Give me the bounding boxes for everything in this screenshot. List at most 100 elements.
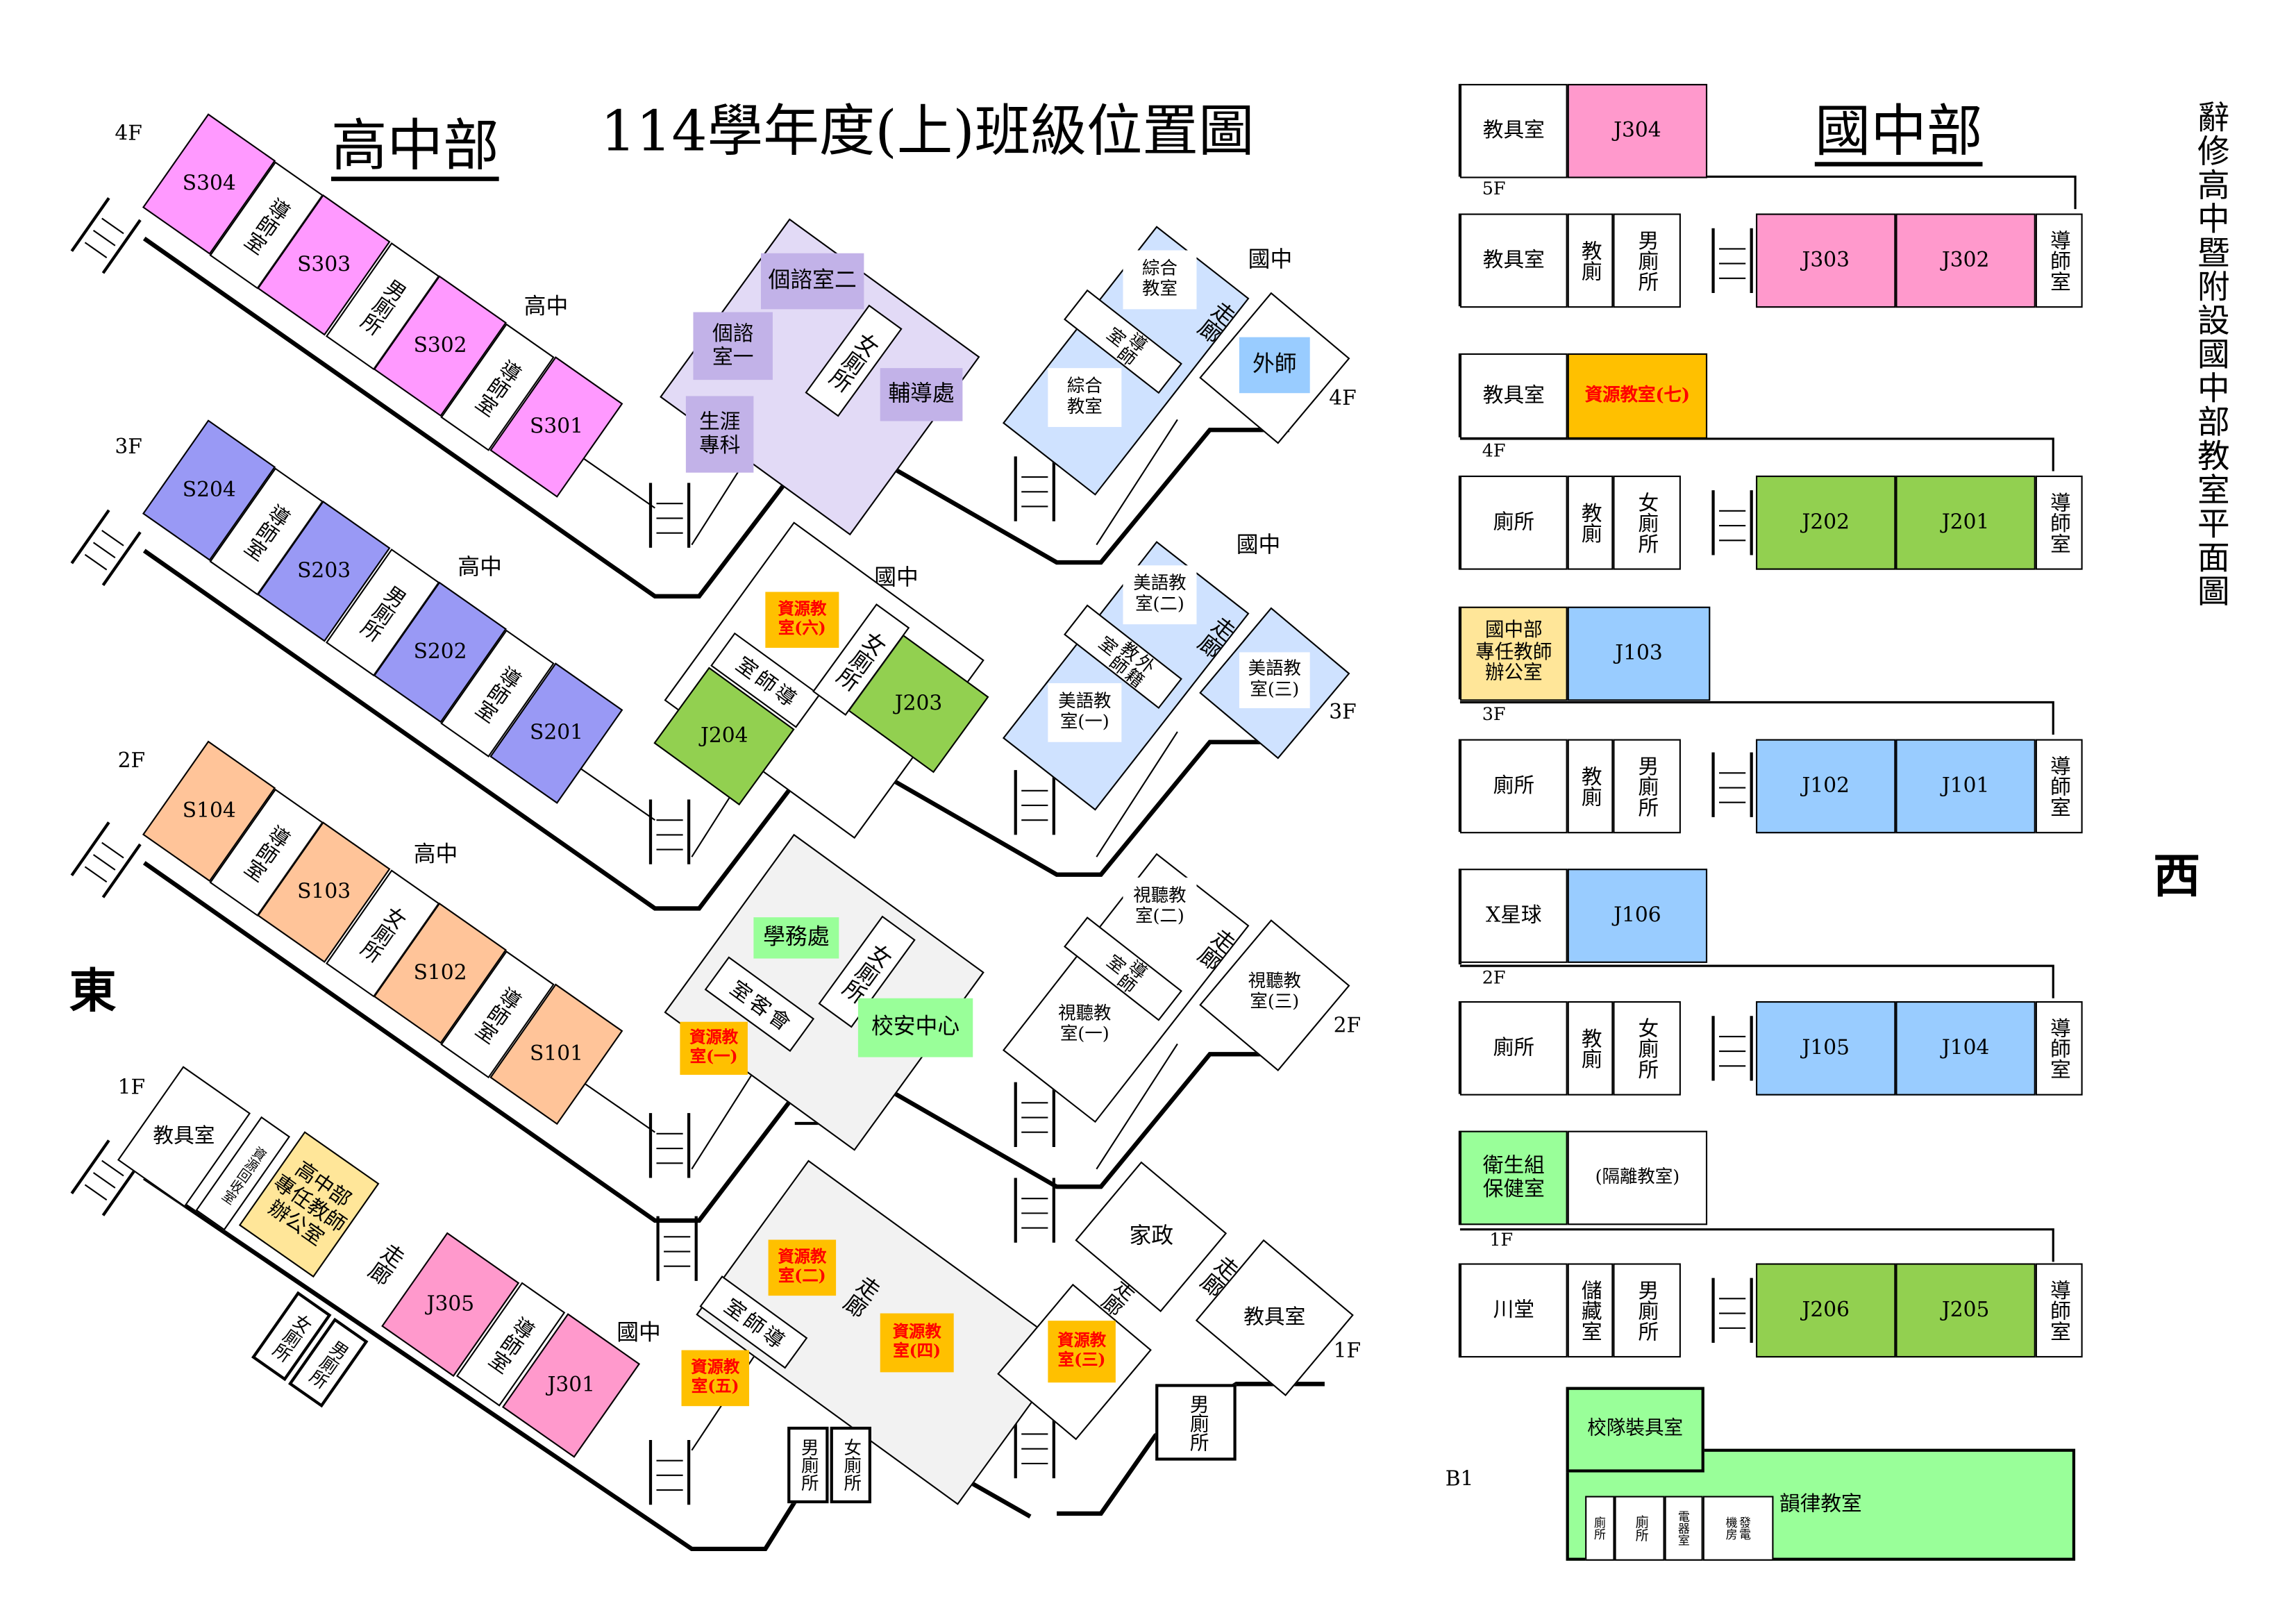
room-label: J201 xyxy=(1941,510,1990,535)
room-label: 美語教 室(一) xyxy=(1058,690,1112,732)
room-label: S302 xyxy=(413,334,467,358)
room-label: S204 xyxy=(182,478,236,503)
room: X星球 xyxy=(1459,869,1568,963)
floor-label-1f-east: 1F xyxy=(1333,1339,1361,1364)
room-label: 資源教室(七) xyxy=(1584,384,1691,405)
room-label: J305 xyxy=(426,1292,474,1316)
room-label: J101 xyxy=(1941,774,1990,798)
resource-room-6: 資源教 室(六) xyxy=(765,592,839,648)
room: 女廁所 xyxy=(1613,1001,1681,1096)
floor-label-2f-jh: 2F xyxy=(1482,967,1506,988)
corridor-wall xyxy=(142,1175,797,1552)
room-label: J205 xyxy=(1941,1298,1990,1323)
room: 導師室 xyxy=(2035,475,2083,570)
room-label: 教具室 xyxy=(153,1125,215,1148)
counseling-room-1: 個諮 室一 xyxy=(693,312,773,380)
room-label: S101 xyxy=(529,1042,583,1066)
room-label: 國中部 專任教師 辦公室 xyxy=(1475,619,1552,686)
room: 廁所 xyxy=(1459,1001,1568,1096)
room-label: 電器室 xyxy=(1677,1510,1691,1546)
room-label: 學務處 xyxy=(763,923,830,951)
room-label: 女廁所 xyxy=(1635,492,1659,554)
room-label: 女廁所 xyxy=(1635,1017,1659,1080)
room-label: S104 xyxy=(182,799,236,823)
room-label: J202 xyxy=(1802,510,1850,535)
restroom: 廁所 xyxy=(1585,1496,1615,1561)
room-label: 韻律教室 xyxy=(1779,1493,1862,1517)
compass-east: 東 xyxy=(69,962,117,1019)
room: 衛生組 保健室 xyxy=(1459,1130,1568,1225)
room: J101 xyxy=(1895,739,2036,834)
zone-label-jh-3f-east: 國中 xyxy=(1236,531,1281,558)
stairs-icon xyxy=(656,1216,698,1281)
career-room: 生涯 專科 xyxy=(685,396,754,473)
stairs-icon xyxy=(1711,1016,1753,1081)
room-label: 資源教 室(一) xyxy=(689,1028,739,1066)
room-label: 教具室 xyxy=(1243,1305,1306,1330)
classroom: 視聽教 室(三) xyxy=(1239,964,1310,1021)
stairs-icon xyxy=(70,509,142,587)
room-label: S203 xyxy=(296,559,351,583)
room: 教具室 xyxy=(1459,353,1568,439)
room-label: 男廁所 xyxy=(1635,229,1659,292)
stairs-icon xyxy=(1014,456,1055,521)
room-label: 資源教 室(二) xyxy=(778,1247,827,1286)
corridor-wall xyxy=(1096,731,1178,857)
room: 廁所 xyxy=(1459,739,1568,834)
restroom-female: 女廁所 xyxy=(830,1426,871,1504)
room: J103 xyxy=(1567,606,1711,701)
room-label: 女廁所 xyxy=(841,1438,863,1492)
room-label: 綜合 教室 xyxy=(1142,258,1178,299)
room: J104 xyxy=(1895,1001,2036,1096)
room-label: 教具室 xyxy=(1482,249,1545,273)
room-label: J302 xyxy=(1941,249,1990,273)
room-label: 教廁 xyxy=(1578,1028,1602,1069)
room-label: 男廁所 xyxy=(1185,1393,1208,1451)
room-label: 個諮 室一 xyxy=(712,322,754,370)
classroom-j304: J304 xyxy=(1567,83,1708,178)
room: 導師室 xyxy=(2035,1263,2083,1358)
room: 教廁 xyxy=(1567,739,1614,834)
floor-label-3f-jh: 3F xyxy=(1482,703,1506,725)
room-label: 個諮室二 xyxy=(768,267,857,294)
room-label: 家政 xyxy=(1128,1222,1173,1250)
resource-room-1: 資源教 室(一) xyxy=(680,1021,748,1075)
stairs-icon xyxy=(70,197,142,274)
room: J202 xyxy=(1756,475,1896,570)
high-school-heading: 高中部 xyxy=(330,117,499,181)
room-label: 廁所 xyxy=(1493,774,1534,798)
room-label: 教廁 xyxy=(1578,240,1602,282)
stairs-icon xyxy=(648,483,691,548)
room: J102 xyxy=(1756,739,1896,834)
zone-label-jh-1f: 國中 xyxy=(617,1319,661,1346)
room-label: 導師室 xyxy=(2047,1017,2071,1080)
room: 導師室 xyxy=(2035,213,2083,308)
team-equipment-room: 校隊裝具室 xyxy=(1566,1387,1704,1473)
resource-room-3: 資源教 室(三) xyxy=(1048,1321,1116,1383)
room-label: J105 xyxy=(1802,1036,1850,1060)
corridor-wall xyxy=(1096,1043,1178,1170)
stairs-icon xyxy=(70,821,142,898)
room-label: 導師室 xyxy=(2047,1279,2071,1341)
floor-label-2f-east: 2F xyxy=(1333,1014,1361,1039)
floor-label-4f-east: 4F xyxy=(1329,387,1357,411)
side-title: 辭修高中暨附設國中部教室平面圖 xyxy=(2191,100,2229,608)
room: J106 xyxy=(1567,869,1708,963)
storage-room: 教具室 xyxy=(1459,83,1568,178)
room-label: 川堂 xyxy=(1493,1298,1534,1323)
room-label: S201 xyxy=(529,721,583,745)
floor-label-1f: 1F xyxy=(117,1076,146,1100)
room: 教廁 xyxy=(1567,1001,1614,1096)
room-label: 衛生組 保健室 xyxy=(1482,1154,1545,1202)
room: 男廁所 xyxy=(1613,213,1681,308)
room-label: S103 xyxy=(296,880,351,904)
corridor-wall xyxy=(1459,964,2054,998)
stairs-icon xyxy=(1014,770,1055,835)
room-label: J206 xyxy=(1802,1298,1850,1323)
room: 女廁所 xyxy=(1613,475,1681,570)
stairs-icon xyxy=(1014,1082,1055,1147)
room-label: 儲藏室 xyxy=(1578,1279,1602,1341)
classroom: 綜合 教室 xyxy=(1048,368,1122,427)
floor-label-2f: 2F xyxy=(117,749,146,773)
